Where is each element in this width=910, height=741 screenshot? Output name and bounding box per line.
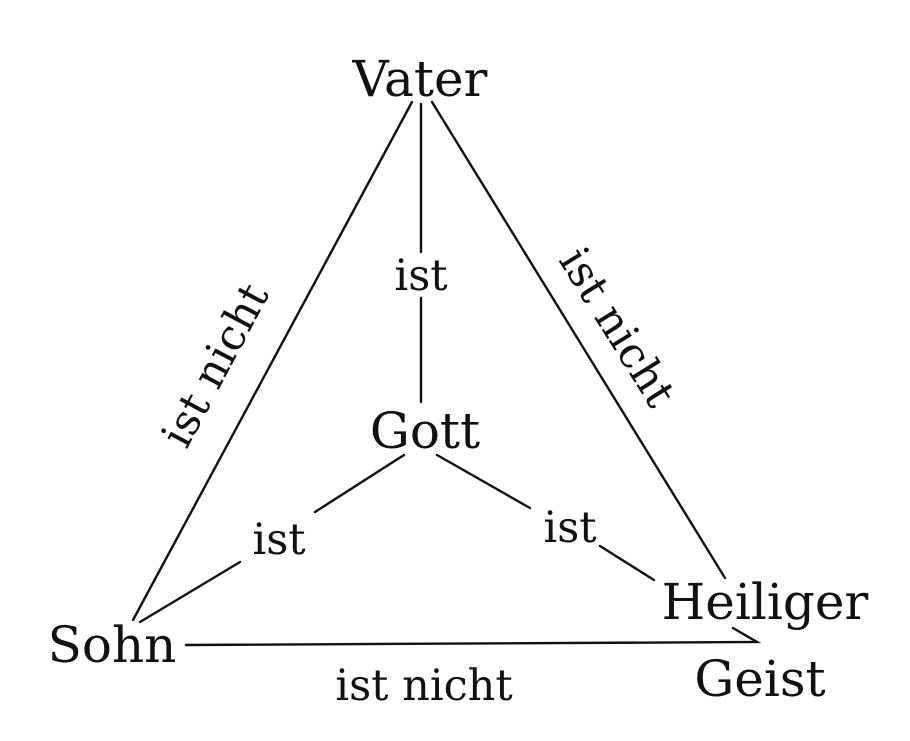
node-vater: Vater bbox=[352, 50, 488, 108]
node-gott: Gott bbox=[370, 402, 480, 460]
edge-vater-sohn bbox=[131, 100, 414, 622]
label-sohn-geist: ist nicht bbox=[335, 661, 512, 711]
edge-gott-geist-lower bbox=[598, 544, 656, 582]
label-geist-gott: ist bbox=[543, 503, 596, 553]
node-geist: Geist bbox=[694, 650, 825, 708]
edge-gott-sohn-upper bbox=[313, 453, 406, 514]
label-vater-gott: ist bbox=[394, 251, 447, 301]
edge-sohn-geist bbox=[184, 626, 762, 647]
label-sohn-gott: ist bbox=[252, 515, 305, 565]
node-heiliger: Heiliger bbox=[662, 573, 869, 631]
edge-gott-sohn-lower bbox=[138, 560, 242, 624]
edge-gott-geist-upper bbox=[435, 453, 532, 510]
label-vater-sohn: ist nicht bbox=[152, 275, 279, 455]
edge-vater-geist bbox=[430, 100, 727, 580]
label-vater-geist: ist nicht bbox=[549, 239, 685, 416]
node-sohn: Sohn bbox=[48, 616, 177, 674]
